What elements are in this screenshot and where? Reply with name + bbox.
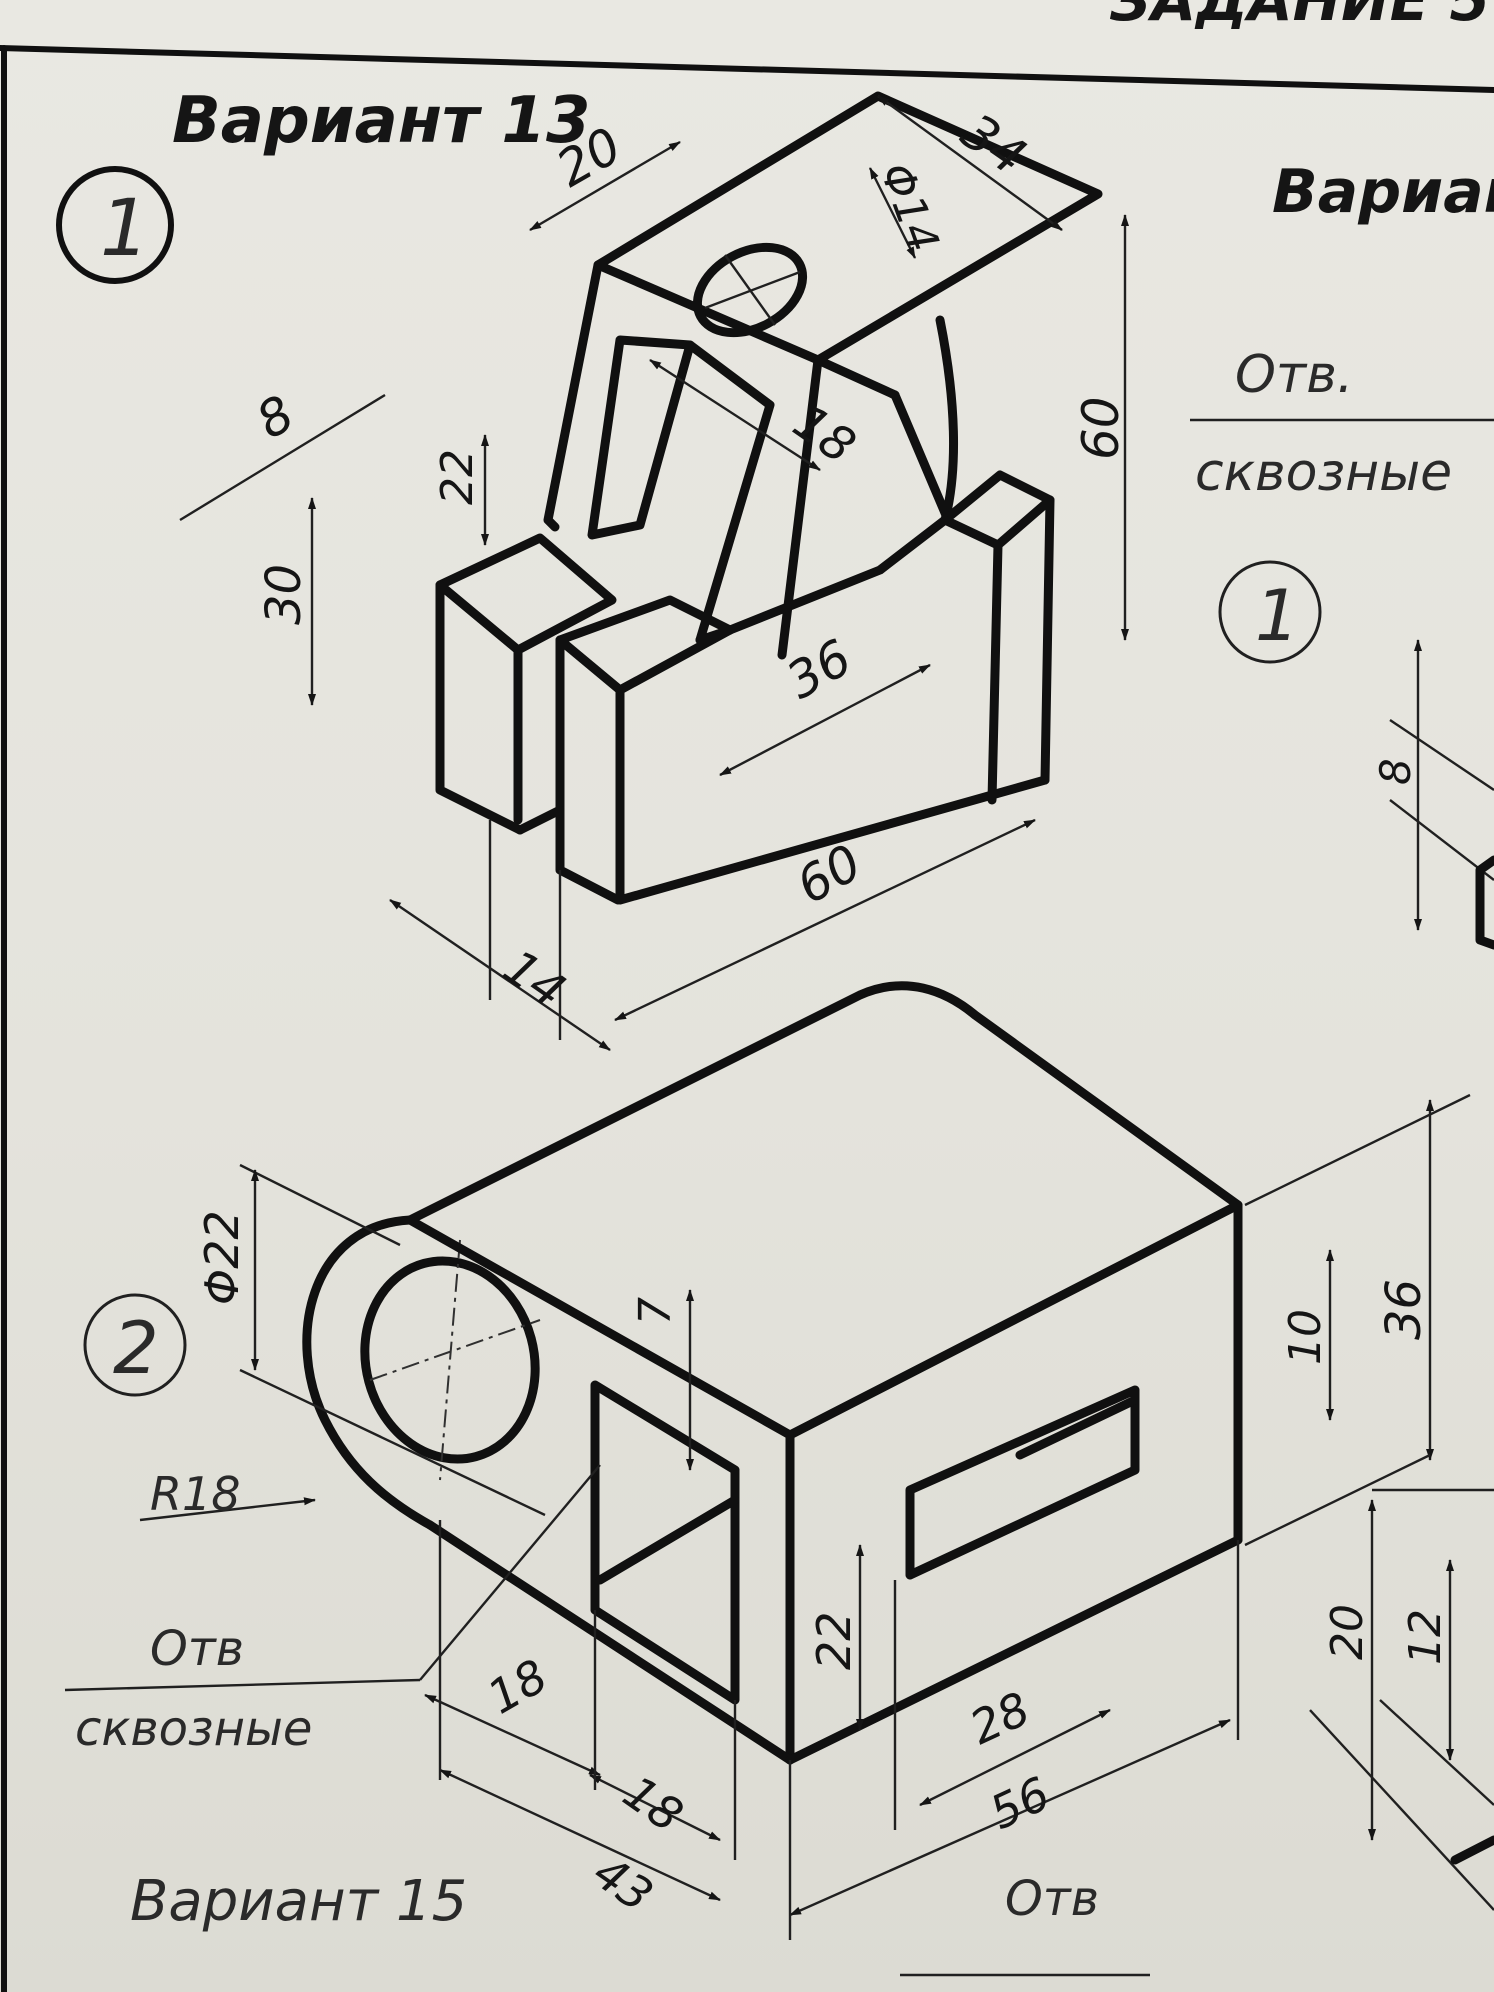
dim-14: 14 xyxy=(493,939,575,1020)
item-2-number-marker: 2 xyxy=(83,1293,187,1397)
footer-note-top: Отв xyxy=(1005,1871,1099,1927)
dim-28: 28 xyxy=(962,1681,1038,1755)
dim-36-height: 36 xyxy=(1376,1279,1432,1340)
item-1-number-marker: 1 xyxy=(56,166,174,284)
dim-36: 36 xyxy=(777,628,861,710)
dim-56: 56 xyxy=(982,1766,1058,1840)
part-1-dimensions xyxy=(179,95,1129,1051)
part-1-isometric xyxy=(435,91,1103,905)
variant-15-title: Вариант 15 xyxy=(130,1869,467,1934)
part-2-top-face xyxy=(405,981,1243,1440)
right-dim-8: 8 xyxy=(1371,758,1420,785)
right-dim-20: 20 xyxy=(1322,1604,1373,1660)
dim-18-left: 18 xyxy=(479,1648,557,1724)
part-2-isometric xyxy=(302,981,1243,1765)
right-dim-12: 12 xyxy=(1400,1609,1451,1665)
dim-43: 43 xyxy=(584,1845,663,1923)
dim-60-height: 60 xyxy=(1072,396,1130,460)
part-1-hole xyxy=(692,242,808,338)
dim-18-right: 18 xyxy=(614,1765,693,1843)
dim-34: 34 xyxy=(951,102,1036,186)
dim-r18: R18 xyxy=(150,1467,241,1521)
dim-7: 7 xyxy=(630,1297,681,1325)
dim-30: 30 xyxy=(256,564,312,625)
dim-22: 22 xyxy=(432,449,483,505)
top-title-fragment: ЗАДАНИЕ 5 xyxy=(1109,0,1490,34)
part-2-hole xyxy=(360,1256,540,1464)
item-2-note-bottom: сквозные xyxy=(75,1701,312,1757)
part-2-dimensions xyxy=(64,1093,1471,1940)
page-frame xyxy=(0,45,1494,1992)
variant-13-title: Вариант 13 xyxy=(172,84,590,158)
item-1-number: 1 xyxy=(100,184,150,274)
variant-right-title: Вариан xyxy=(1272,157,1494,227)
dim-phi22: Φ22 xyxy=(195,1210,249,1305)
right-note-bottom: сквозные xyxy=(1195,443,1452,503)
right-column-fragment: Отв. сквозные 1 8 20 12 xyxy=(1190,345,1494,1911)
right-note-top: Отв. xyxy=(1235,345,1353,405)
dim-phi14: Φ14 xyxy=(870,156,949,259)
dim-10: 10 xyxy=(1280,1309,1331,1365)
item-2-number: 2 xyxy=(113,1306,159,1390)
dim-18: 18 xyxy=(783,394,865,475)
dim-8: 8 xyxy=(247,384,304,450)
right-number: 1 xyxy=(1255,575,1300,657)
dim-22: 22 xyxy=(807,1611,861,1670)
item-2-note-top: Отв xyxy=(150,1621,244,1677)
